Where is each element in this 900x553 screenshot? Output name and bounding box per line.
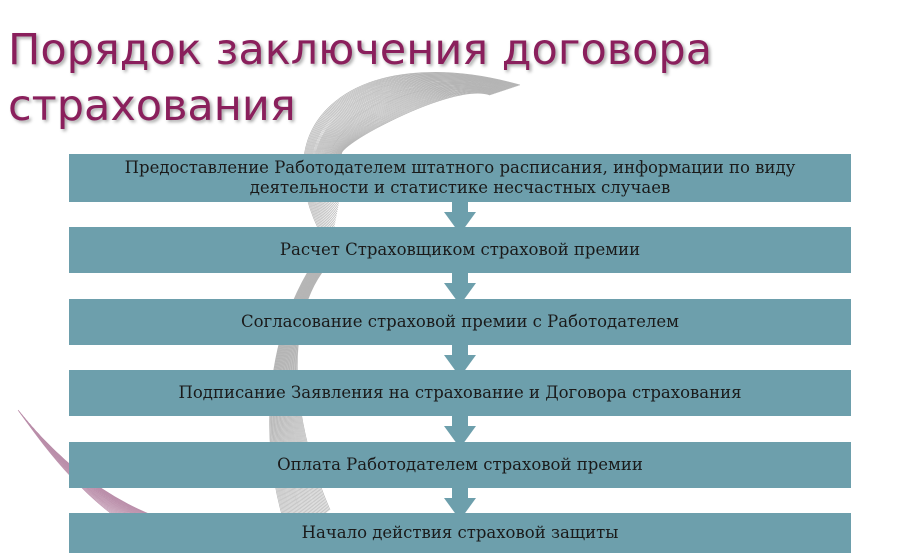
step-3-text: Согласование страховой премии с Работода… (240, 312, 680, 331)
step-2-text: Расчет Страховщиком страховой премии (279, 240, 641, 259)
slide-title: Порядок заключения договора страхования (8, 22, 888, 134)
step-box-contract-signing: Подписание Заявления на страхование и До… (69, 370, 851, 416)
step-box-premium-agreement: Согласование страховой премии с Работода… (69, 299, 851, 345)
step-box-premium-calculation: Расчет Страховщиком страховой премии (69, 227, 851, 273)
step-1-text-line-2: деятельности и статистике несчастных слу… (249, 178, 671, 197)
step-box-premium-payment: Оплата Работодателем страховой премии (69, 442, 851, 488)
step-1-text: Предоставление Работодателем штатного ра… (125, 158, 796, 198)
step-4-text: Подписание Заявления на страхование и До… (178, 383, 742, 402)
slide-title-line-1: Порядок заключения договора (8, 25, 713, 75)
step-box-coverage-start: Начало действия страховой защиты (69, 513, 851, 553)
slide-title-line-2: страхования (8, 81, 296, 131)
step-5-text: Оплата Работодателем страховой премии (277, 455, 643, 474)
step-1-text-line-1: Предоставление Работодателем штатного ра… (124, 158, 796, 177)
step-box-provide-documents: Предоставление Работодателем штатного ра… (69, 154, 851, 202)
step-6-text: Начало действия страховой защиты (301, 523, 619, 542)
